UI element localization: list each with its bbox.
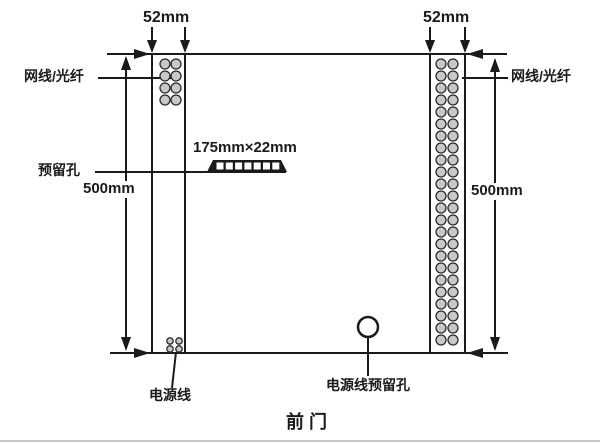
cable-hole	[435, 310, 447, 322]
cable-hole	[435, 238, 447, 250]
cable-hole	[435, 106, 447, 118]
cable-hole	[175, 337, 183, 345]
cable-hole	[447, 82, 459, 94]
cable-hole	[166, 337, 174, 345]
cable-hole	[447, 58, 459, 70]
reserved-slot-cell	[225, 162, 233, 170]
cable-hole	[159, 58, 171, 70]
cable-hole	[159, 70, 171, 82]
cable-hole	[435, 190, 447, 202]
width-dimension-arrows	[147, 27, 470, 53]
label-500mm-left: 500mm	[80, 180, 138, 198]
reserved-slot	[207, 160, 287, 172]
cable-hole	[435, 286, 447, 298]
cable-hole	[435, 70, 447, 82]
cable-hole	[435, 202, 447, 214]
cable-hole	[435, 178, 447, 190]
caption-front-door: 前门	[286, 412, 332, 432]
cable-hole	[435, 166, 447, 178]
page-bottom-rule	[0, 440, 600, 442]
cable-hole	[447, 178, 459, 190]
height-dimension-right	[490, 58, 500, 351]
cable-hole	[175, 345, 183, 353]
cable-hole	[435, 214, 447, 226]
cable-hole	[435, 322, 447, 334]
cable-hole	[166, 345, 174, 353]
cable-hole	[447, 118, 459, 130]
cable-hole	[435, 250, 447, 262]
reserved-slot-cells	[216, 162, 280, 170]
cable-hole	[159, 94, 171, 106]
reserved-slot-cell	[253, 162, 261, 170]
cable-hole	[435, 58, 447, 70]
cable-hole	[447, 274, 459, 286]
power-cable-holes	[166, 337, 183, 353]
label-network-cable-left: 网线/光纤	[24, 68, 84, 84]
cable-hole	[447, 130, 459, 142]
cable-hole	[435, 262, 447, 274]
reserved-slot-cell	[216, 162, 224, 170]
label-network-cable-right: 网线/光纤	[511, 68, 571, 84]
border-inward-arrows	[134, 49, 483, 358]
cable-hole	[447, 238, 459, 250]
reserved-slot-cell	[263, 162, 270, 170]
cable-hole	[435, 274, 447, 286]
label-slot-size: 175mm×22mm	[193, 139, 297, 156]
cable-hole	[447, 142, 459, 154]
cable-hole	[435, 334, 447, 346]
cable-hole	[447, 214, 459, 226]
network-cable-holes-right	[435, 58, 459, 346]
cable-hole	[435, 94, 447, 106]
label-500mm-right: 500mm	[468, 182, 526, 200]
label-power-cable: 电源线	[149, 387, 191, 403]
cable-hole	[435, 142, 447, 154]
cable-hole	[447, 334, 459, 346]
label-52mm-right: 52mm	[423, 9, 470, 26]
power-cable-leader	[171, 351, 177, 389]
cable-hole	[447, 106, 459, 118]
cable-hole	[170, 82, 182, 94]
power-reserved-hole-circle	[356, 315, 380, 339]
cable-hole	[435, 154, 447, 166]
cable-hole	[170, 58, 182, 70]
cable-hole	[447, 250, 459, 262]
reserved-slot-cell	[244, 162, 252, 170]
cable-hole	[447, 322, 459, 334]
label-power-reserved-hole: 电源线预留孔	[326, 377, 410, 393]
cable-hole	[447, 298, 459, 310]
cable-hole	[447, 70, 459, 82]
cable-hole	[447, 154, 459, 166]
reserved-slot-cell	[235, 162, 243, 170]
cable-hole	[447, 94, 459, 106]
cable-hole	[435, 118, 447, 130]
cable-hole	[435, 298, 447, 310]
cable-hole	[170, 94, 182, 106]
label-52mm-left: 52mm	[143, 9, 190, 26]
cable-hole	[447, 310, 459, 322]
cable-hole	[170, 70, 182, 82]
cable-hole	[447, 202, 459, 214]
cable-hole	[447, 262, 459, 274]
cable-hole	[435, 130, 447, 142]
cable-hole	[435, 82, 447, 94]
cable-hole	[159, 82, 171, 94]
network-cable-holes-left	[159, 58, 182, 106]
cable-hole	[447, 226, 459, 238]
height-dimension-left	[121, 56, 131, 351]
reserved-slot-cell	[272, 162, 280, 170]
cable-hole	[447, 190, 459, 202]
cable-hole	[447, 286, 459, 298]
cable-hole	[435, 226, 447, 238]
label-reserved-hole: 预留孔	[38, 162, 80, 178]
cable-hole	[447, 166, 459, 178]
